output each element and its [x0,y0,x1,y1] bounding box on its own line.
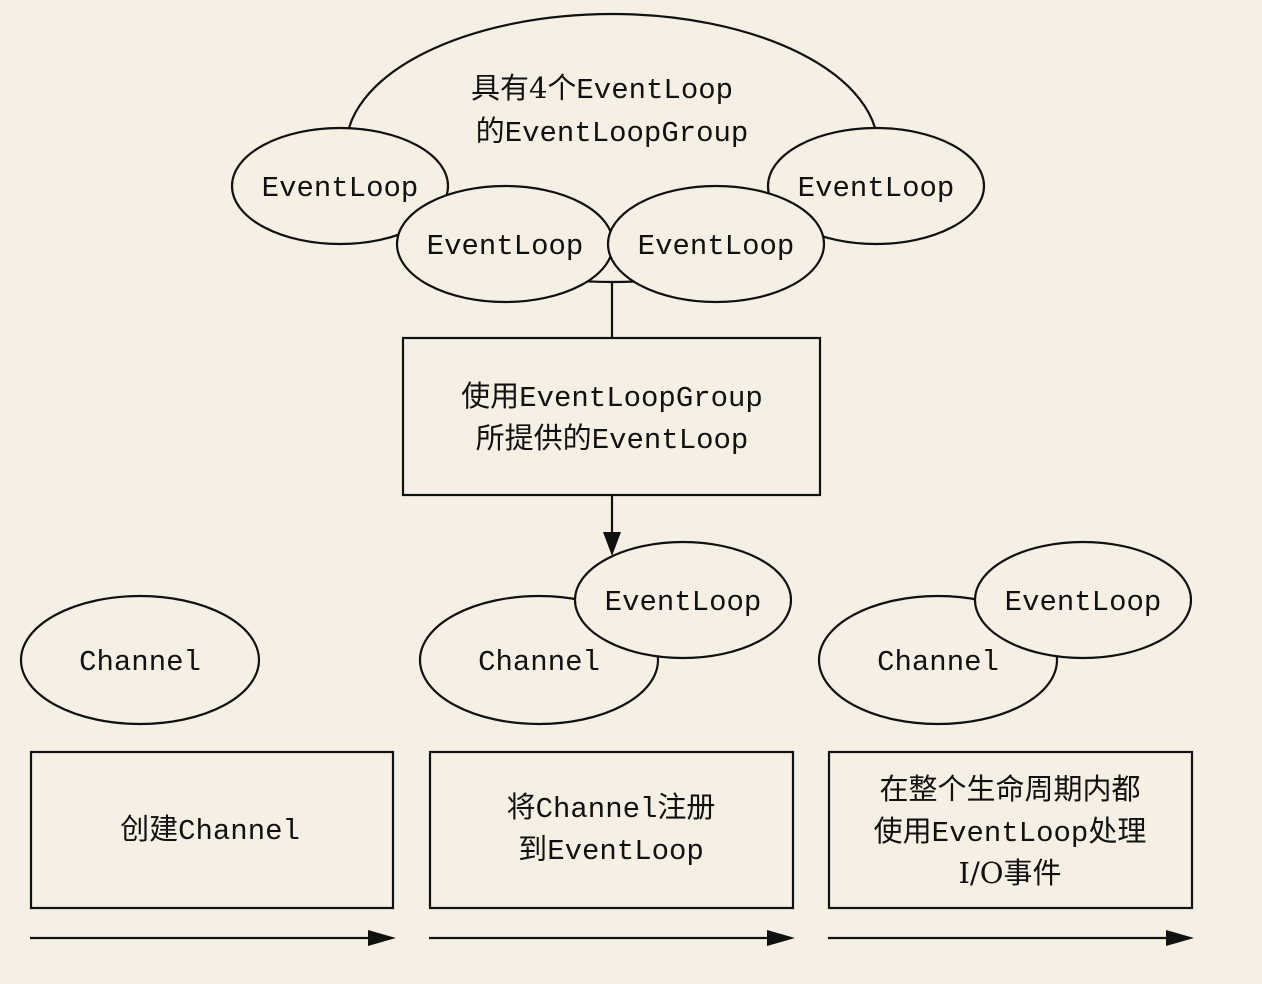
eventloopgroup: 具有4个EventLoop 的EventLoopGroup EventLoop … [230,12,986,304]
stage-2-channel-label: Channel [478,646,600,679]
group-eventloop-4: EventLoop [766,126,986,246]
assign-arrow [603,495,621,556]
group-eventloop-1-label: EventLoop [262,172,419,205]
timeline-arrow-3 [828,930,1194,946]
stage-1-box-text: 创建Channel [120,812,300,848]
use-box-line1: 使用EventLoopGroup [461,379,763,415]
stage-2: Channel EventLoop 将Channel注册 到EventLoop [418,540,795,910]
group-eventloop-4-label: EventLoop [798,172,955,205]
eventloopgroup-label-line1: 具有4个EventLoop [471,71,733,107]
stage-3-box-line2: 使用EventLoop处理 [874,814,1147,850]
stage-3-channel-label: Channel [877,646,999,679]
use-eventloop-box: 使用EventLoopGroup 所提供的EventLoop [401,336,822,497]
stage-1-channel-label: Channel [79,646,201,679]
timeline-arrow-1 [30,930,396,946]
group-eventloop-2-label: EventLoop [427,230,584,263]
stage-3: Channel EventLoop 在整个生命周期内都 使用EventLoop处… [817,540,1194,910]
group-eventloop-1: EventLoop [230,126,450,246]
stage-3-box-line1: 在整个生命周期内都 [879,772,1140,806]
assign-arrowhead [603,532,621,556]
stage-3-box [827,750,1194,910]
group-eventloop-2: EventLoop [395,184,615,304]
group-eventloop-3-label: EventLoop [638,230,795,263]
use-eventloop-rect [401,336,822,497]
stage-1-channel: Channel [19,594,261,726]
stage-3-eventloop-label: EventLoop [1005,586,1162,619]
stage-3-eventloop: EventLoop [973,540,1193,660]
eventloopgroup-label-line2: 的EventLoopGroup [476,114,749,150]
use-box-line2: 所提供的EventLoop [476,421,749,457]
stage-2-box-line2: 到EventLoop [518,832,704,868]
stage-2-eventloop: EventLoop [573,540,793,660]
group-eventloop-3: EventLoop [606,184,826,304]
stage-1-box [29,750,395,910]
stage-2-box-line1: 将Channel注册 [507,790,716,826]
stage-1: Channel 创建Channel [19,594,395,910]
stage-3-box-line3: I/O事件 [958,856,1061,890]
stage-2-eventloop-label: EventLoop [605,586,762,619]
timeline-arrow-2 [429,930,795,946]
stage-2-box [428,750,795,910]
